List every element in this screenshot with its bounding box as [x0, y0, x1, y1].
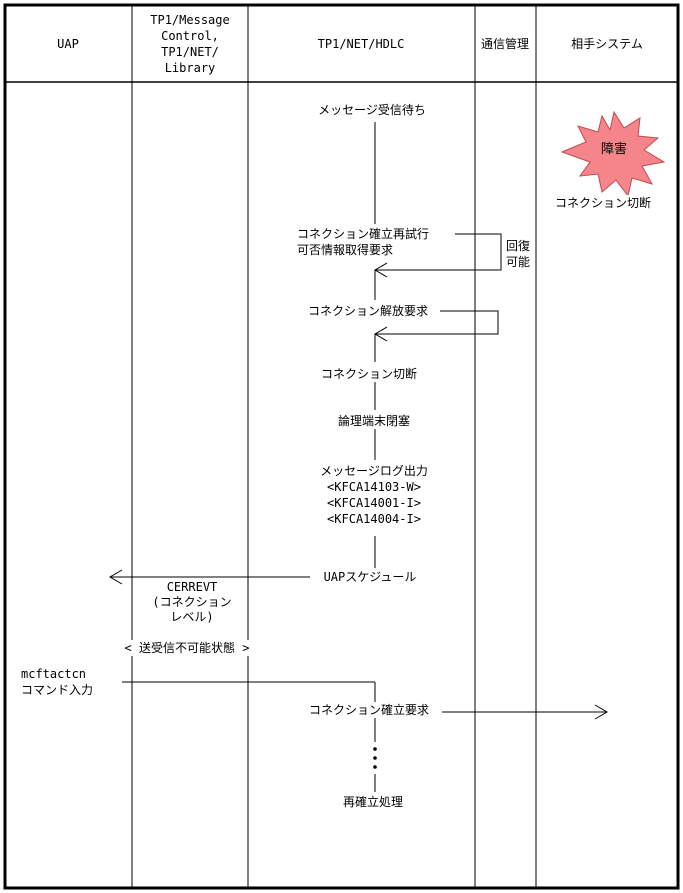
command-input-label: mcftactcn コマンド入力	[20, 666, 94, 698]
retry-request-label: コネクション確立再試行 可否情報取得要求	[296, 226, 431, 258]
logical-terminal-close-label: 論理端末閉塞	[336, 413, 412, 429]
outer-frame	[3, 3, 680, 890]
ellipsis-dot	[373, 747, 377, 751]
establish-request-label: コネクション確立要求	[307, 702, 431, 718]
wait-receive-label: メッセージ受信待ち	[317, 102, 427, 118]
ellipsis-dot	[373, 756, 377, 760]
arrowhead	[109, 569, 123, 585]
reestablish-label: 再確立処理	[341, 794, 405, 810]
header-comm-mgmt: 通信管理	[480, 37, 530, 51]
release-request-loop	[375, 310, 499, 335]
header-uap: UAP	[57, 37, 79, 51]
header-partner-system: 相手システム	[571, 37, 643, 51]
partner-disconnect-label: コネクション切断	[553, 195, 653, 211]
label-line: 可能	[506, 255, 531, 269]
label-line: レベル)	[170, 610, 214, 624]
send-receive-disabled-label: < 送受信不可能状態 >	[123, 640, 251, 656]
header-tp1-net-hdlc: TP1/NET/HDLC	[317, 37, 405, 51]
cerrevt-label: CERREVT (コネクション レベル)	[151, 580, 232, 625]
release-request-label: コネクション解放要求	[306, 303, 430, 319]
label-line: メッセージログ出力	[320, 464, 428, 478]
label-line: 回復	[506, 239, 531, 253]
header-line: TP1/Message	[150, 13, 230, 27]
label-line: <KFCA14001-I>	[327, 496, 421, 510]
label-line: コマンド入力	[21, 683, 94, 697]
label-line: CERREVT	[166, 580, 218, 594]
label-line: <KFCA14004-I>	[327, 512, 421, 526]
label-line: <KFCA14103-W>	[327, 480, 421, 494]
header-line: Library	[164, 61, 216, 75]
label-line: 可否情報取得要求	[297, 243, 394, 257]
label-line: (コネクション	[152, 595, 232, 609]
arrowhead	[594, 704, 608, 720]
header-line: Control,	[161, 29, 219, 43]
retry-request-loop	[375, 233, 502, 271]
recoverable-label: 回復 可能	[505, 238, 531, 270]
header-line: TP1/NET/	[161, 45, 219, 59]
arrowhead	[374, 262, 388, 278]
fault-burst-icon	[560, 110, 666, 198]
ellipsis-dot	[373, 765, 377, 769]
label-line: mcftactcn	[21, 667, 87, 681]
label-line: コネクション確立再試行	[297, 227, 430, 241]
header-tp1-message-control: TP1/Message Control, TP1/NET/ Library	[150, 12, 229, 76]
arrowhead	[374, 326, 388, 342]
disconnect-label: コネクション切断	[319, 366, 419, 382]
fault-label: 障害	[600, 142, 628, 157]
uap-schedule-label: UAPスケジュール	[322, 569, 418, 585]
message-log-output-label: メッセージログ出力 <KFCA14103-W> <KFCA14001-I> <K…	[319, 463, 429, 527]
